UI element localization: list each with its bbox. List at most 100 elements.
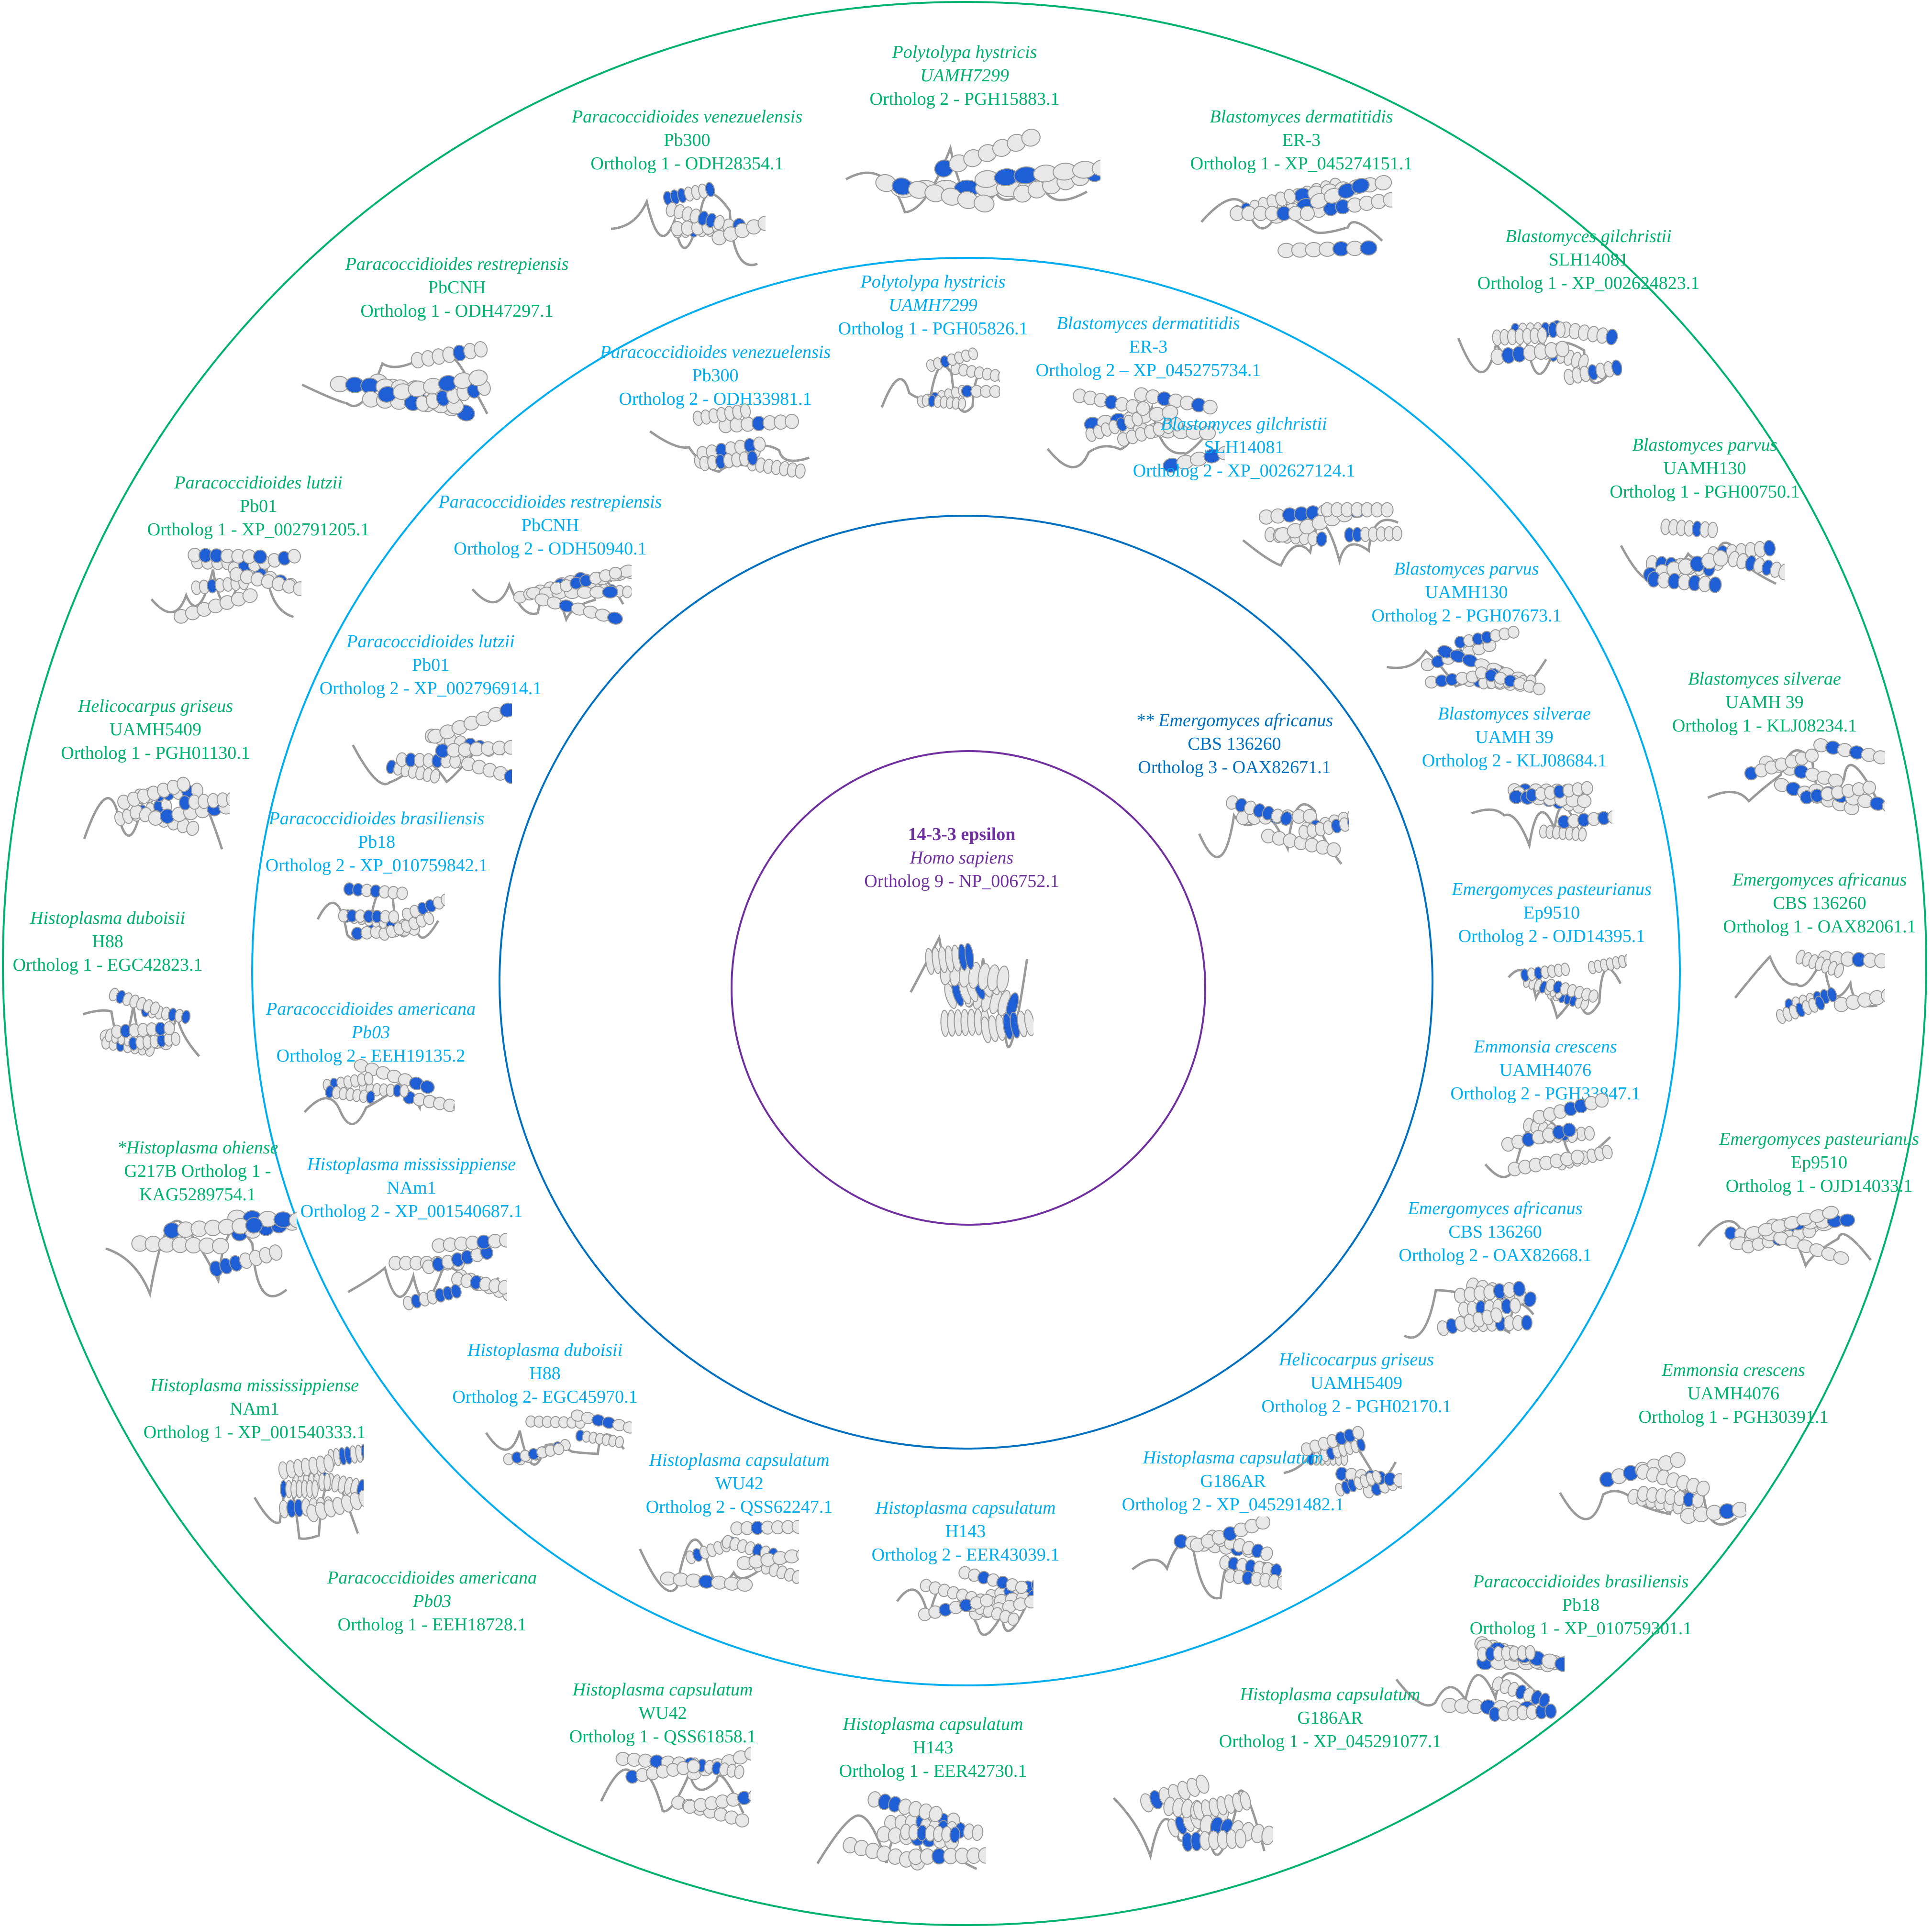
strain-name: CBS 136260 [1448, 1222, 1542, 1242]
ortholog-accession: Ortholog 2 - ODH50940.1 [454, 539, 647, 559]
ortholog-accession: Ortholog 2 - XP_045291482.1 [1121, 1495, 1344, 1515]
alpha-helix [503, 1443, 565, 1465]
strain-name: H143 [945, 1521, 986, 1541]
species-name: Histoplasma capsulatum [875, 1498, 1056, 1518]
species-name: Paracoccidioides brasiliensis [1473, 1572, 1689, 1592]
alpha-helix [692, 403, 751, 426]
loop-strand [301, 352, 489, 415]
alpha-helix [1437, 1307, 1503, 1336]
species-name: Histoplasma capsulatum [572, 1680, 753, 1700]
alpha-helix [699, 450, 758, 471]
alpha-helix [229, 567, 301, 596]
species-name: Histoplasma capsulatum [1143, 1448, 1323, 1468]
species-name: Histoplasma mississippiense [307, 1154, 516, 1174]
alpha-helix [1532, 1093, 1609, 1125]
alpha-helix [280, 1479, 319, 1499]
alpha-helix [396, 752, 461, 769]
protein-structure-image [105, 1209, 297, 1298]
strain-name: SLH14081 [1204, 437, 1284, 457]
protein-structure-image [1403, 1277, 1537, 1339]
protein-structure-image [1112, 1774, 1273, 1861]
strain-name: Pb03 [412, 1591, 452, 1611]
species-name: Emergomyces africanus [1732, 870, 1907, 890]
alpha-helix [131, 1235, 229, 1254]
species-name: Histoplasma duboisii [30, 908, 186, 928]
strain-name: PbCNH [521, 515, 579, 535]
protein-structure-image [1484, 1093, 1613, 1178]
protein-structure-image [1283, 1426, 1402, 1499]
alpha-helix [1226, 795, 1293, 826]
alpha-helix [209, 1244, 283, 1277]
ortholog-accession: Ortholog 2- EGC45970.1 [452, 1387, 638, 1407]
alpha-helix [747, 456, 806, 479]
alpha-helix [843, 1837, 925, 1871]
alpha-helix [306, 1490, 364, 1522]
alpha-helix [1508, 1150, 1585, 1176]
alpha-helix [1073, 388, 1150, 416]
ortholog-accession: Ortholog 1 - EGC42823.1 [12, 955, 203, 975]
alpha-helix [401, 893, 445, 921]
ortholog-accession: Ortholog 1 - XP_010759301.1 [1469, 1618, 1692, 1639]
ortholog-accession: Ortholog 1 - ODH28354.1 [590, 154, 784, 174]
alpha-helix [570, 1409, 632, 1434]
alpha-helix [925, 943, 974, 975]
species-name: Blastomyces dermatitidis [1210, 107, 1393, 127]
ortholog-accession: Ortholog 2 - KLJ08684.1 [1421, 751, 1607, 771]
alpha-helix [1545, 978, 1599, 1003]
strain-name: UAMH5409 [109, 720, 202, 740]
species-name: Helicocarpus griseus [78, 696, 233, 716]
alpha-helix [1261, 829, 1341, 857]
alpha-helix [378, 369, 488, 403]
species-name: Paracoccidioides lutzii [346, 631, 515, 652]
strain-name: G217B Ortholog 1 - [124, 1161, 271, 1181]
alpha-helix [173, 588, 258, 624]
alpha-helix [961, 385, 1000, 398]
alpha-helix [663, 182, 715, 206]
alpha-helix [1647, 571, 1722, 593]
protein-structure-image [1620, 518, 1785, 593]
alpha-helix [1189, 1517, 1271, 1552]
alpha-helix [427, 702, 512, 744]
strain-name: Ep9510 [1790, 1152, 1848, 1173]
alpha-helix [730, 1519, 799, 1536]
protein-structure-image [83, 776, 230, 850]
alpha-helix [1163, 445, 1225, 473]
species-name: Emmonsia crescens [1662, 1360, 1805, 1380]
strain-name: ER-3 [1282, 130, 1321, 150]
ortholog-accession: Ortholog 1 - XP_002624823.1 [1477, 273, 1700, 293]
alpha-helix [1193, 1791, 1251, 1820]
protein-structure-image [1242, 502, 1402, 567]
alpha-helix [867, 1791, 943, 1822]
ortholog-accession: Ortholog 9 - NP_006752.1 [864, 871, 1059, 891]
ortholog-accession: Ortholog 1 - OJD14033.1 [1725, 1176, 1913, 1196]
ortholog-accession: Ortholog 1 - XP_045291077.1 [1219, 1731, 1442, 1751]
alpha-helix [435, 740, 512, 758]
species-name: Paracoccidioides venezuelensis [600, 342, 831, 362]
alpha-helix [1728, 551, 1785, 580]
alpha-helix [188, 547, 267, 565]
alpha-helix [1660, 518, 1718, 539]
alpha-helix [117, 776, 190, 810]
species-name: Blastomyces silverae [1438, 704, 1591, 724]
strain-name: UAMH4076 [1687, 1384, 1780, 1404]
alpha-helix [1181, 1828, 1246, 1852]
ortholog-accession: Ortholog 1 - XP_001540333.1 [143, 1422, 366, 1442]
strain-name: G186AR [1200, 1471, 1266, 1491]
protein-structure-image [816, 1791, 986, 1871]
species-name: Blastomyces silverae [1688, 669, 1841, 689]
alpha-helix [338, 909, 400, 924]
loop-strand [1734, 951, 1877, 1008]
ortholog-accession: Ortholog 2 - PGH15883.1 [869, 89, 1060, 109]
ortholog-accession: Ortholog 1 - OAX82061.1 [1723, 917, 1916, 937]
ortholog-accession: Ortholog 2 - OJD14395.1 [1458, 926, 1645, 946]
